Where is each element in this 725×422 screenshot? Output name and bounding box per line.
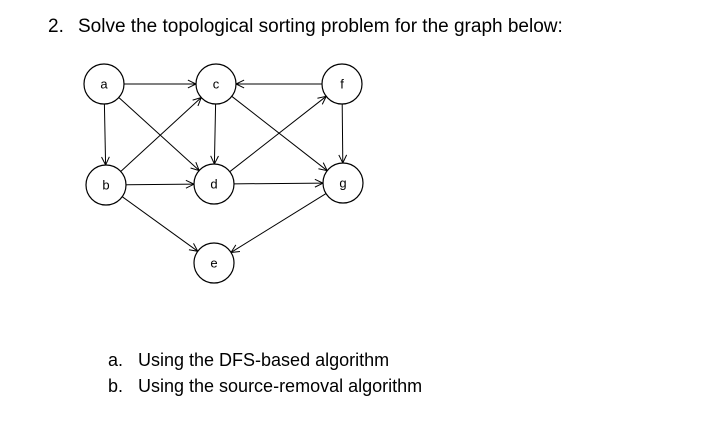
node-e: e [193,242,235,284]
edge-a-d [118,97,201,172]
edge-d-g [233,178,325,188]
node-label: d [210,177,217,192]
node-circle [321,63,363,105]
node-circle [193,242,235,284]
node-circle [322,162,364,204]
node-label: f [340,77,344,92]
edge-line [230,193,327,253]
edge-g-e [230,193,327,254]
node-circle [85,164,127,206]
node-label: c [213,77,220,92]
graph-nodes: a c f b d g e [83,63,364,284]
node-label: e [210,256,217,271]
node-label: a [100,77,108,92]
node-circle [195,63,237,105]
edge-line [341,103,344,164]
node-f: f [321,63,363,105]
edge-a-c [124,79,198,89]
node-label: g [339,176,346,191]
node-circle [193,163,235,205]
edge-line [229,95,327,173]
node-c: c [195,63,237,105]
subitem-list: a. Using the DFS-based algorithm b. Using … [108,347,422,399]
edge-line [118,97,200,171]
subitem-letter: b. [108,376,124,396]
edge-line [231,95,328,172]
edge-a-b [101,103,110,167]
node-a: a [83,63,125,105]
edge-line [213,103,217,165]
subitem-letter: a. [108,350,124,370]
edge-d-f [229,95,328,173]
edge-f-c [234,79,322,89]
subitem-b: b. Using the source-removal algorithm [108,373,422,399]
question-heading: 2. Solve the topological sorting problem … [48,16,563,38]
edge-line [233,182,324,185]
question-number: 2. [48,16,64,37]
node-label: b [102,178,109,193]
subitem-text: Using the DFS-based algorithm [138,350,390,370]
edge-line [125,183,195,186]
edge-c-d [210,103,219,166]
edge-f-g [338,103,348,165]
question-text: Solve the topological sorting problem fo… [78,16,563,37]
node-d: d [193,163,235,205]
edge-line [120,97,202,172]
node-g: g [322,162,364,204]
edge-b-d [125,179,196,189]
edge-b-e [121,196,199,252]
subitem-a: a. Using the DFS-based algorithm [108,347,422,373]
node-b: b [85,164,127,206]
edge-line [121,196,199,252]
edge-b-c [120,96,203,172]
node-circle [83,63,125,105]
edge-line [103,103,107,166]
subitem-text: Using the source-removal algorithm [138,376,423,396]
